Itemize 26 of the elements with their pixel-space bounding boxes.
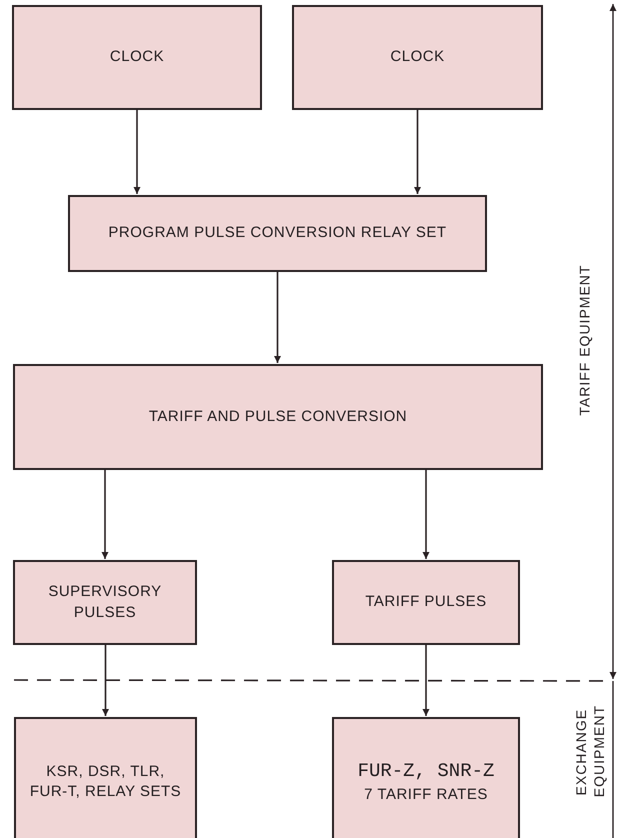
arrow	[274, 272, 281, 363]
process-box	[292, 5, 543, 110]
arrow	[134, 110, 140, 194]
arrow	[422, 645, 430, 716]
box-label: 7 TARIFF RATES	[364, 784, 488, 805]
box-label: PROGRAM PULSE CONVERSION RELAY SET	[108, 223, 447, 244]
process-box	[12, 5, 262, 110]
box-label: TARIFF AND PULSE CONVERSION	[148, 406, 408, 427]
box-label: FUR-Z, SNR-Z	[358, 759, 494, 784]
process-box	[14, 717, 197, 838]
box-label: KSR, DSR, TLR, FUR-T, RELAY SETS	[28, 762, 182, 802]
box-label: SUPERVISORY PULSES	[47, 582, 163, 622]
process-box	[332, 717, 520, 838]
box-label: CLOCK	[390, 47, 445, 68]
section-label: EXCHANGE EQUIPMENT	[572, 707, 608, 797]
arrow	[414, 110, 421, 194]
arrow	[422, 470, 430, 559]
box-label: CLOCK	[110, 47, 164, 68]
process-box	[68, 195, 487, 272]
process-box	[332, 560, 520, 645]
process-box	[13, 560, 197, 645]
arrow	[102, 470, 108, 559]
process-box	[13, 364, 543, 470]
box-label: TARIFF PULSES	[365, 592, 487, 612]
section-label: TARIFF EQUIPMENT	[576, 264, 594, 416]
arrow	[102, 645, 109, 716]
